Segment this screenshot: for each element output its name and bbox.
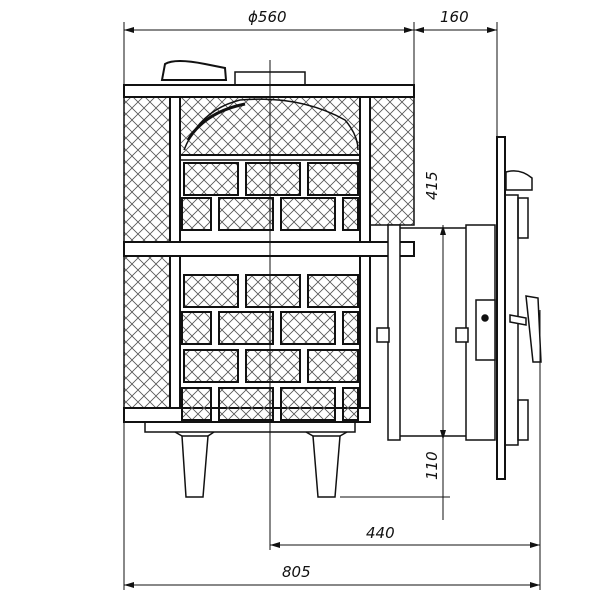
firebrick (218, 311, 274, 345)
insulation-left-upper (123, 96, 171, 243)
firebrick (342, 197, 359, 231)
door-panel (496, 136, 506, 480)
door-frame-inner (387, 224, 401, 441)
dim-door-depth-label: 160 (440, 8, 469, 26)
firebrick (342, 311, 359, 345)
baffle-curve (183, 98, 359, 151)
middle-plate (123, 241, 415, 257)
firebrick (183, 349, 239, 383)
firebrick (280, 311, 336, 345)
door-knob (505, 170, 533, 191)
dim-total-label: 805 (282, 563, 311, 581)
dim-door-offset-label: 110 (423, 451, 441, 480)
firebrick (307, 349, 359, 383)
dim-door-height-label: 415 (423, 171, 441, 200)
firebrick (181, 197, 212, 231)
base (144, 422, 356, 433)
firebrick (280, 197, 336, 231)
insulation-right-upper (369, 96, 415, 226)
firebrick (245, 162, 301, 196)
firebrick (245, 274, 301, 308)
dim-diameter-label: ϕ560 (248, 8, 287, 26)
leg-right (312, 435, 341, 498)
top-plate (123, 84, 415, 98)
firebrick (342, 387, 359, 421)
insulation-left-lower (123, 255, 171, 409)
firebrick (181, 311, 212, 345)
firebrick (218, 197, 274, 231)
door-handle (509, 295, 542, 363)
firebrick (280, 387, 336, 421)
firebrick (181, 387, 212, 421)
leg-left (181, 435, 209, 498)
firebrick (183, 274, 239, 308)
firebrick-lining (181, 162, 359, 421)
chimney-cap (160, 60, 228, 81)
dim-440-label: 440 (366, 524, 395, 542)
firebrick (245, 349, 301, 383)
firebrick (183, 162, 239, 196)
firebrick (307, 162, 359, 196)
firebrick (307, 274, 359, 308)
firebrick (218, 387, 274, 421)
